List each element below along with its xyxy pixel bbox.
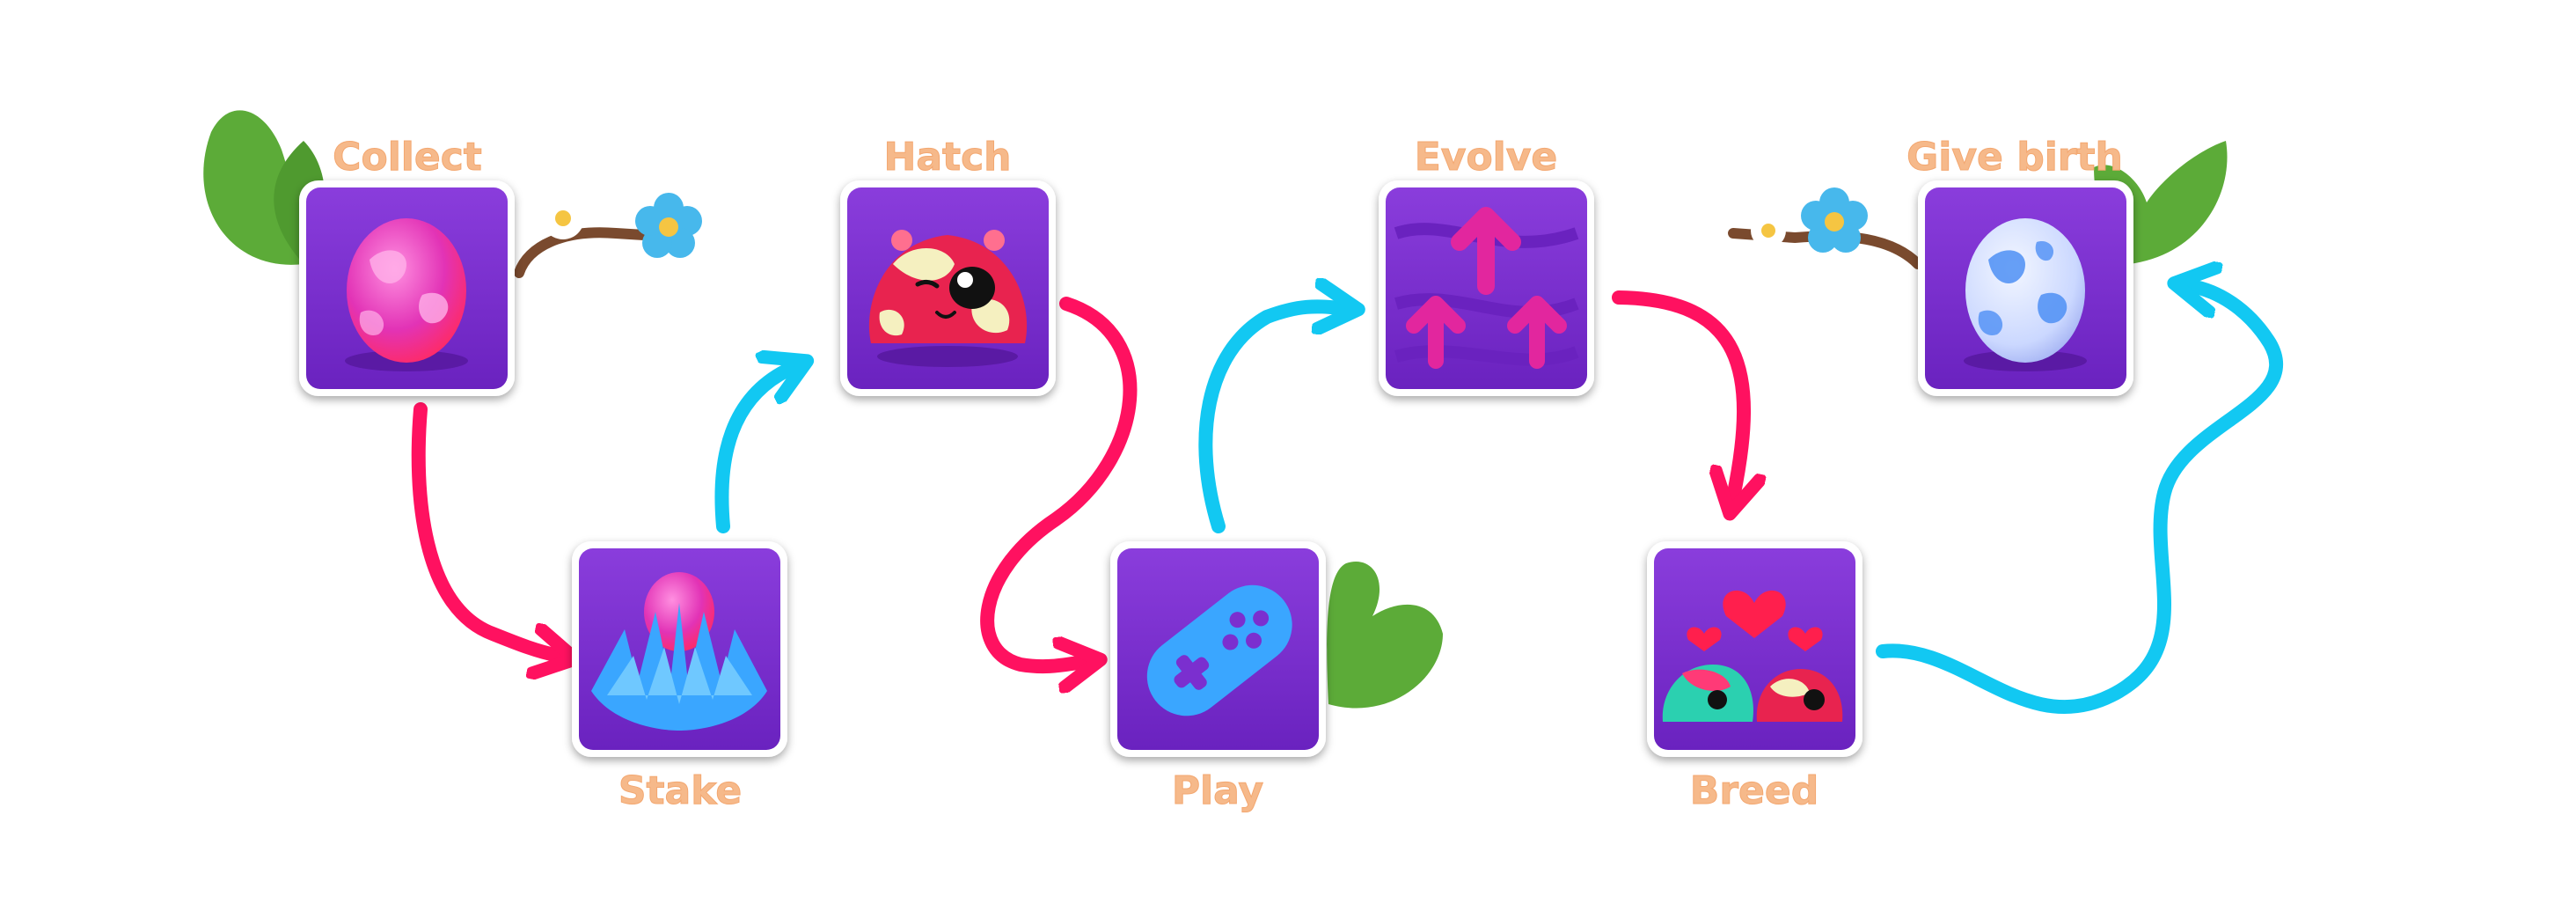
gamepad-icon [1146,584,1292,716]
arrow-stake-to-hatch [714,368,792,533]
label-hatch: Hatch [884,135,1012,180]
label-evolve: Evolve [1415,135,1558,180]
step-give-birth [1918,180,2133,396]
arrow-evolve-to-breed [1612,290,1744,497]
step-play [1110,541,1326,757]
two-slimes-with-hearts-icon [1662,590,1843,722]
up-arrows-icon [1406,207,1567,369]
step-breed [1647,541,1862,757]
arrow-play-to-evolve [1198,306,1342,533]
label-collect: Collect [333,135,482,180]
label-stake: Stake [618,768,742,813]
step-evolve [1379,180,1594,396]
leaf-decoration-play [1327,562,1443,709]
arrow-hatch-to-play [980,297,1138,666]
branch-flower-left [514,193,702,278]
step-collect [299,180,515,396]
arrow-breed-to-give-birth [1876,286,2284,714]
step-hatch [840,180,1056,396]
branch-flower-right [1728,187,1923,269]
label-breed: Breed [1690,768,1819,813]
arrow-collect-to-stake [411,402,559,656]
egg-in-crystal-nest-icon [591,572,767,731]
blue-egg-icon [1965,218,2085,363]
label-give-birth: Give birth [1906,135,2123,180]
label-play: Play [1172,768,1263,813]
flow-arrows [411,286,2284,714]
step-stake [572,541,787,757]
slime-creature-icon [868,230,1028,343]
pink-egg-icon [347,218,466,363]
